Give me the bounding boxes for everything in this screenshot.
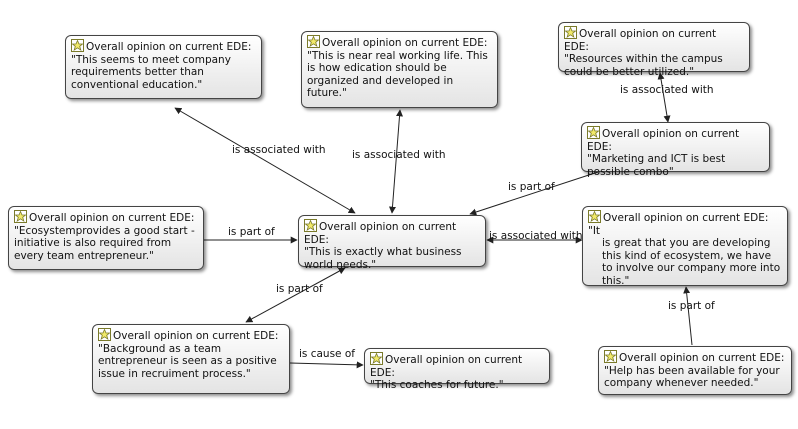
- node-title: Overall opinion on current EDE:: [370, 354, 523, 379]
- quotation-node-n8[interactable]: Overall opinion on current EDE: "Backgro…: [92, 324, 290, 394]
- node-title: Overall opinion on current EDE:: [564, 28, 717, 53]
- edge-n1-n6[interactable]: [174, 107, 356, 214]
- node-title: Overall opinion on current EDE:: [619, 352, 785, 364]
- quotation-node-n4[interactable]: Overall opinion on current EDE: "Marketi…: [581, 122, 770, 178]
- quotation-node-n10[interactable]: Overall opinion on current EDE: "Help ha…: [598, 346, 792, 395]
- node-quote: is great that you are developing this ki…: [602, 237, 781, 287]
- edge-label-n5-n6: is part of: [228, 226, 275, 238]
- edge-label-n10-n7: is part of: [668, 300, 715, 312]
- quotation-node-icon: [370, 352, 383, 365]
- quotation-node-icon: [98, 328, 111, 341]
- edge-n3-n4[interactable]: [657, 72, 671, 123]
- edge-n8-n9[interactable]: [289, 361, 364, 369]
- quotation-node-n7[interactable]: Overall opinion on current EDE: "It is g…: [582, 206, 788, 287]
- node-title: Overall opinion on current EDE: "It: [588, 212, 769, 237]
- quotation-node-n2[interactable]: Overall opinion on current EDE: "This is…: [301, 31, 498, 108]
- node-title: Overall opinion on current EDE:: [113, 330, 279, 342]
- quotation-node-icon: [588, 210, 601, 223]
- quotation-node-icon: [604, 350, 617, 363]
- edge-label-n3-n4: is associated with: [620, 84, 714, 96]
- edge-n8-n6[interactable]: [245, 267, 346, 323]
- node-title: Overall opinion on current EDE:: [29, 212, 195, 224]
- quotation-node-icon: [71, 39, 84, 52]
- quotation-node-n6[interactable]: Overall opinion on current EDE: "This is…: [298, 215, 486, 271]
- quotation-node-icon: [14, 210, 27, 223]
- quotation-node-icon: [304, 219, 317, 232]
- quotation-node-n3[interactable]: Overall opinion on current EDE: "Resourc…: [558, 22, 750, 78]
- quotation-node-n1[interactable]: Overall opinion on current EDE: "This se…: [65, 35, 262, 99]
- node-quote: "Resources within the campus could be be…: [564, 53, 723, 78]
- quotation-node-icon: [587, 126, 600, 139]
- edge-label-n2-n6: is associated with: [352, 149, 446, 161]
- node-title: Overall opinion on current EDE:: [304, 221, 457, 246]
- quotation-node-n9[interactable]: Overall opinion on current EDE: "This co…: [364, 348, 550, 391]
- quotation-node-icon: [307, 35, 320, 48]
- node-quote: "This seems to meet company requirements…: [71, 53, 231, 91]
- node-quote: "This coaches for future.": [370, 379, 504, 391]
- node-quote: "This is near real working life. This is…: [307, 49, 488, 100]
- node-quote: "This is exactly what business world nee…: [304, 246, 462, 271]
- edge-n2-n6[interactable]: [388, 109, 404, 214]
- quotation-node-n5[interactable]: Overall opinion on current EDE: "Ecosyst…: [8, 206, 204, 270]
- node-quote: "Marketing and ICT is best possible comb…: [587, 153, 726, 178]
- edge-label-n8-n9: is cause of: [299, 348, 355, 360]
- edge-label-n4-n6: is part of: [508, 181, 555, 193]
- node-title: Overall opinion on current EDE:: [322, 37, 488, 49]
- edge-n10-n7[interactable]: [683, 286, 693, 346]
- node-quote: "Help has been available for your compan…: [604, 364, 780, 390]
- edge-n4-n6[interactable]: [469, 171, 599, 216]
- edge-label-n8-n6: is part of: [276, 283, 323, 295]
- node-title: Overall opinion on current EDE:: [86, 41, 252, 53]
- node-quote: "Background as a team entrepreneur is se…: [98, 342, 277, 380]
- edge-label-n6-n7: is associated with: [489, 230, 583, 242]
- quotation-node-icon: [564, 26, 577, 39]
- edge-label-n1-n6: is associated with: [232, 144, 326, 156]
- node-quote: "Ecosystemprovides a good start - initia…: [14, 224, 195, 262]
- node-title: Overall opinion on current EDE:: [587, 128, 740, 153]
